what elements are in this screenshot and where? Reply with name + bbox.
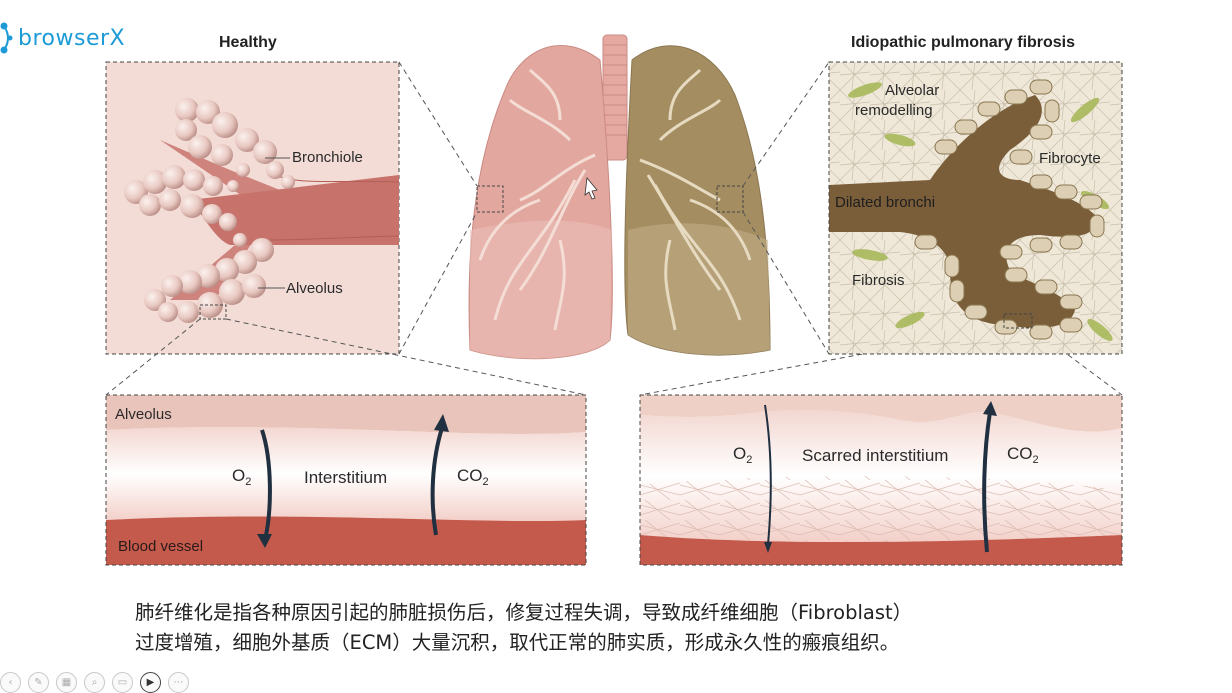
healthy-title: Healthy xyxy=(219,34,277,51)
lung-diagram xyxy=(105,34,1123,566)
molecule-icon xyxy=(0,22,13,54)
brand-name: browserX xyxy=(18,25,126,51)
presentation-toolbar: ‹ ✎ ▦ ⌕ ▭ ▶ ⋯ xyxy=(0,672,260,693)
ipf-cross-section xyxy=(639,394,1123,566)
ipf-o2-label: O2 xyxy=(733,444,753,466)
more-icon[interactable]: ⋯ xyxy=(168,672,189,693)
prev-icon[interactable]: ‹ xyxy=(0,672,21,693)
healthy-o2-label: O2 xyxy=(232,466,252,488)
caption-line-1: 肺纤维化是指各种原因引起的肺脏损伤后，修复过程失调，导致成纤维细胞（Fibrob… xyxy=(135,601,913,624)
camera-icon[interactable]: ▶ xyxy=(140,672,161,693)
healthy-panel xyxy=(105,61,400,355)
dilated-bronchi-label: Dilated bronchi xyxy=(835,194,936,211)
scarred-interstitium-label: Scarred interstitium xyxy=(802,446,949,465)
healthy-cross-section xyxy=(105,394,587,566)
zoom-icon[interactable]: ⌕ xyxy=(84,672,105,693)
remodelling-label: remodelling xyxy=(855,102,933,119)
alveoli-cluster xyxy=(124,98,295,323)
caption-line-2: 过度增殖，细胞外基质（ECM）大量沉积，取代正常的肺实质，形成永久性的瘢痕组织。 xyxy=(135,631,900,654)
ipf-co2-label: CO2 xyxy=(1007,444,1039,466)
caption-icon[interactable]: ▭ xyxy=(112,672,133,693)
cs-alveolus-label: Alveolus xyxy=(115,406,172,423)
ipf-panel xyxy=(828,61,1123,355)
fibrocyte-label: Fibrocyte xyxy=(1039,150,1101,167)
lungs-illustration xyxy=(468,34,771,360)
interstitium-label: Interstitium xyxy=(304,468,388,487)
alveolar-label: Alveolar xyxy=(885,82,940,99)
screen-icon[interactable]: ▦ xyxy=(56,672,77,693)
fibrosis-label: Fibrosis xyxy=(852,272,905,289)
pen-icon[interactable]: ✎ xyxy=(28,672,49,693)
ipf-title: Idiopathic pulmonary fibrosis xyxy=(851,34,1076,51)
blood-vessel-label: Blood vessel xyxy=(118,538,204,555)
zoom-connectors xyxy=(105,61,1123,396)
healthy-co2-label: CO2 xyxy=(457,466,489,488)
alveolus-label: Alveolus xyxy=(286,280,343,297)
bronchiole-label: Bronchiole xyxy=(292,149,363,166)
brand-logo: browserX xyxy=(0,18,125,58)
